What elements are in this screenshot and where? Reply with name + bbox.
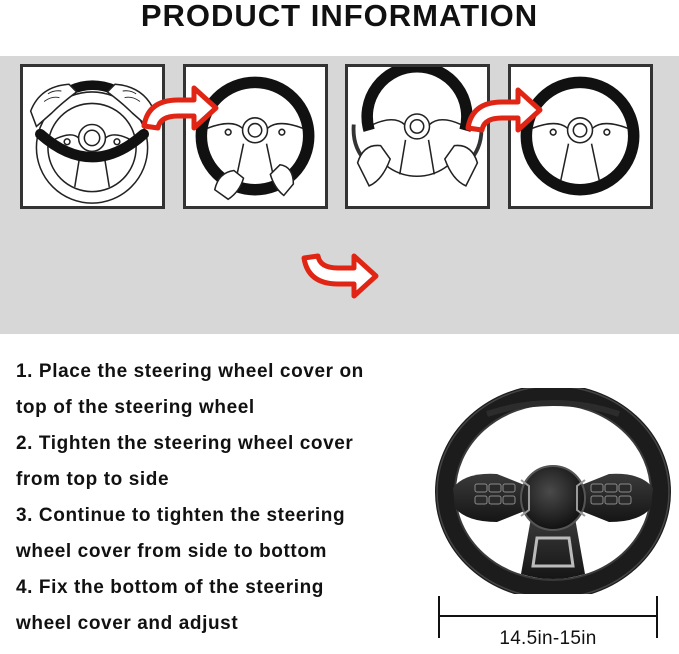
step-1-panel bbox=[20, 64, 165, 209]
arrow-step3-to-step4-icon bbox=[465, 87, 543, 133]
arrow-step1-to-step2-icon bbox=[141, 85, 219, 131]
instruction-2-line-1: 2. Tighten the steering wheel cover bbox=[16, 433, 354, 454]
instructions-list: 1. Place the steering wheel cover on top… bbox=[16, 354, 436, 642]
instruction-1-line-2: top of the steering wheel bbox=[16, 397, 255, 418]
arrow-step2-to-step3-icon bbox=[301, 253, 379, 299]
wheel-cover-side-to-bottom-icon bbox=[351, 67, 484, 187]
instruction-1-line-1: 1. Place the steering wheel cover on bbox=[16, 361, 364, 382]
steering-wheel-product-image bbox=[435, 388, 671, 594]
step-4-panel bbox=[508, 64, 653, 209]
instruction-3-line-1: 3. Continue to tighten the steering bbox=[16, 505, 346, 526]
step-3-panel bbox=[345, 64, 490, 209]
instruction-3-line-2: wheel cover from side to bottom bbox=[16, 541, 328, 562]
step-2-panel bbox=[183, 64, 328, 209]
wheel-cover-top-to-side-icon bbox=[195, 76, 315, 201]
page-title: PRODUCT INFORMATION bbox=[140, 0, 539, 33]
wheel-cover-finished-icon bbox=[520, 76, 640, 196]
diameter-dimension-marker bbox=[438, 596, 658, 638]
instruction-4-line-1: 4. Fix the bottom of the steering bbox=[16, 577, 324, 598]
hands-on-wheel-top-icon bbox=[29, 80, 156, 204]
instruction-4-line-2: wheel cover and adjust bbox=[16, 613, 239, 634]
instruction-2-line-2: from top to side bbox=[16, 469, 170, 490]
diameter-label: 14.5in-15in bbox=[499, 628, 597, 649]
